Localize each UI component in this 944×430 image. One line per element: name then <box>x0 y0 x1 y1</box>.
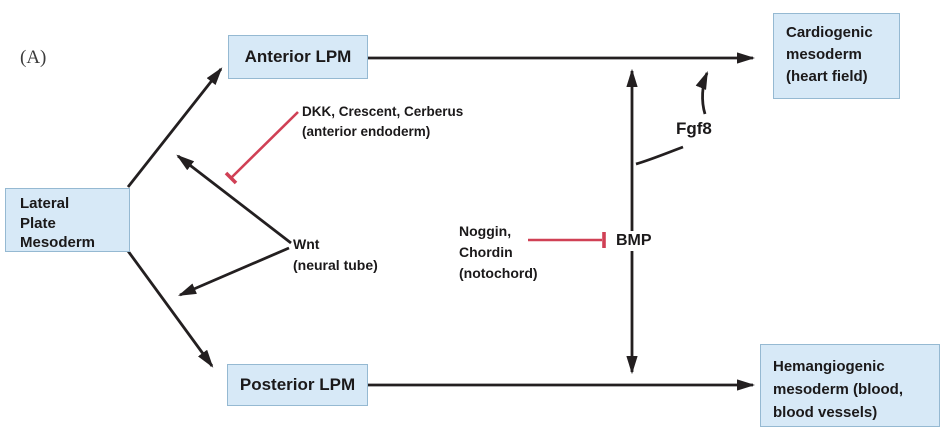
arrow-wnt-to-anterior-path <box>176 154 292 245</box>
node-anterior-lpm: Anterior LPM <box>228 35 368 79</box>
inhibit-dkk-on-wnt-line <box>230 111 299 179</box>
node-cardiogenic-mesoderm: Cardiogenic mesoderm (heart field) <box>773 13 900 99</box>
arrow-lpm-to-posterior <box>126 250 214 368</box>
node-lateral-plate-mesoderm: Lateral Plate Mesoderm <box>5 188 130 252</box>
label-noggin-chordin-notochord: Noggin, Chordin (notochord) <box>459 223 538 281</box>
label-wnt-neural-tube: Wnt (neural tube) <box>293 236 378 273</box>
arrow-wnt-to-posterior-path <box>177 246 290 297</box>
connector-bmp-to-fgf8 <box>635 145 684 166</box>
node-posterior-lpm: Posterior LPM <box>227 364 368 406</box>
arrow-lpm-to-anterior <box>126 67 223 188</box>
label-bmp: BMP <box>613 231 655 251</box>
panel-letter: (A) <box>20 47 47 68</box>
arrow-fgf8-to-cardiogenic <box>695 70 709 115</box>
label-dkk-crescent-cerberus: DKK, Crescent, Cerberus (anterior endode… <box>302 104 464 139</box>
node-hemangiogenic-mesoderm: Hemangiogenic mesoderm (blood, blood ves… <box>760 344 940 427</box>
inhibit-dkk-on-wnt-bar <box>224 171 238 185</box>
label-fgf8: Fgf8 <box>676 119 712 138</box>
